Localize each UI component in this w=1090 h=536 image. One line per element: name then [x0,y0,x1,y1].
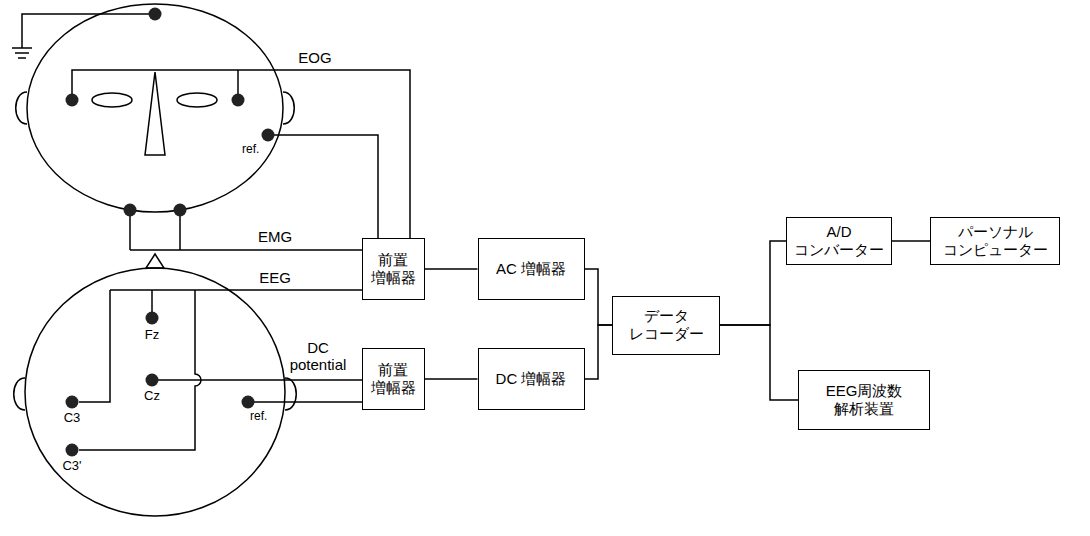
signal-label: ref. [250,410,267,423]
box-label: データ レコーダー [629,307,704,343]
electrode [242,396,255,409]
eye [177,93,217,107]
electrode [262,129,275,142]
box-label: A/D コンバーター [794,223,884,259]
electrode [149,8,162,21]
box-label: パーソナル コンピューター [943,223,1048,259]
process-box: データ レコーダー [612,296,720,355]
signal-line [720,325,798,400]
process-box: A/D コンバーター [786,217,892,265]
signal-line [892,240,930,242]
signal-label: DC potential [290,340,347,373]
electrode [66,444,79,457]
ref-wire [254,401,362,403]
signal-line [585,269,613,325]
signal-label: Cz [144,389,160,403]
electrode [146,312,159,325]
signal-label: C3' [62,459,81,473]
signal-label: EMG [258,229,292,246]
head-outline [25,268,285,516]
box-label: EEG周波数 解析装置 [826,382,903,418]
eog-wire [237,70,239,94]
signal-label: Fz [145,328,159,342]
electrode [66,94,79,107]
box-label: 前置 増幅器 [371,251,416,287]
signal-line [585,325,613,379]
signal-label: ref. [242,143,259,156]
eeg-wire [79,290,110,402]
nose [146,254,164,268]
head-illustration-group [12,4,410,516]
electrode [146,374,159,387]
electrode [232,94,245,107]
eog-wire [72,70,410,238]
signal-line [720,241,786,325]
electrode [66,396,79,409]
signal-line [425,268,478,270]
box-label: 前置 増幅器 [371,361,416,397]
process-box: EEG周波数 解析装置 [798,370,930,430]
signal-label: C3 [64,411,81,425]
box-label: AC 増幅器 [496,260,566,278]
eeg-wire [79,290,201,450]
signal-label: EEG [259,270,291,287]
head-outline [27,4,283,212]
signal-label: EOG [298,50,331,67]
nose [145,72,165,155]
ear [283,92,294,124]
electrode [174,204,187,217]
ear [16,92,27,124]
box-label: DC 増幅器 [496,370,567,388]
process-box: DC 増幅器 [478,348,585,410]
process-box: AC 増幅器 [478,238,585,300]
ground-wire [22,14,149,48]
emg-wire [130,216,362,250]
process-box: パーソナル コンピューター [930,217,1060,265]
ground-symbol [12,48,32,58]
process-box: 前置 増幅器 [362,348,425,410]
eeg-wire [110,289,362,291]
electrodes [66,8,275,457]
eye [92,93,132,107]
dc-wire [158,379,362,381]
process-box: 前置 増幅器 [362,238,425,300]
ear [14,378,25,410]
electrode [124,204,137,217]
eeg-wire [151,290,153,312]
ref-wire [274,135,378,238]
signal-line [425,378,478,380]
ear [285,378,296,410]
